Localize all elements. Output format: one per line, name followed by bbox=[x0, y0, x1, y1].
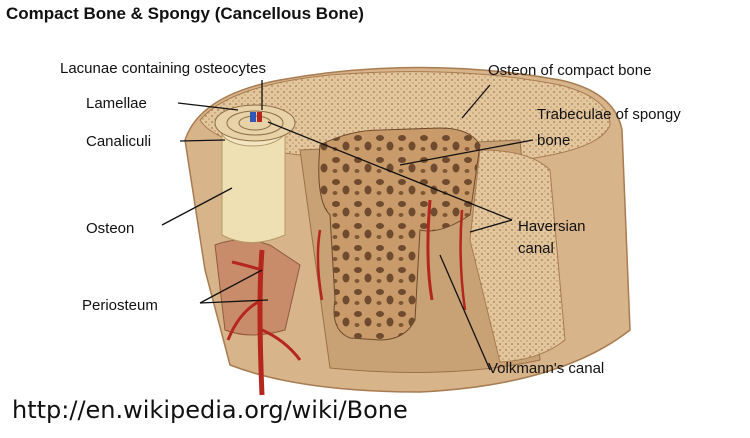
haversian-vessel-red bbox=[257, 112, 262, 122]
label-canaliculi: Canaliculi bbox=[86, 133, 152, 150]
label-haversian-line2: canal bbox=[518, 240, 554, 257]
lamellae-disc bbox=[214, 104, 296, 142]
label-osteon-compact: Osteon of compact bone bbox=[488, 62, 652, 79]
blood-vessel-branch bbox=[226, 298, 263, 341]
label-haversian-line1: Haversian bbox=[518, 218, 586, 235]
label-trabeculae-line2: bone bbox=[537, 132, 571, 149]
label-lacunae: Lacunae containing osteocytes bbox=[60, 60, 266, 77]
label-trabeculae-line1: Trabeculae of spongy bbox=[537, 106, 681, 123]
diagram-title: Compact Bone & Spongy (Cancellous Bone) bbox=[6, 4, 364, 23]
haversian-vessel-blue bbox=[250, 112, 256, 122]
blood-vessel-main bbox=[257, 249, 265, 396]
osteon-cylinder bbox=[221, 129, 286, 243]
label-lamellae: Lamellae bbox=[86, 95, 147, 112]
source-url: http://en.wikipedia.org/wiki/Bone bbox=[12, 396, 408, 424]
volkmann-vessel-3 bbox=[316, 229, 324, 301]
spongy-bone bbox=[318, 127, 481, 341]
leader-lines bbox=[161, 80, 534, 371]
volkmann-vessel-1 bbox=[426, 199, 434, 301]
compact-ring bbox=[469, 149, 566, 363]
label-periosteum: Periosteum bbox=[82, 297, 158, 314]
label-osteon: Osteon bbox=[86, 220, 135, 237]
label-volkmann: Volkmann's canal bbox=[488, 360, 605, 377]
volkmann-vessel-2 bbox=[459, 209, 467, 311]
